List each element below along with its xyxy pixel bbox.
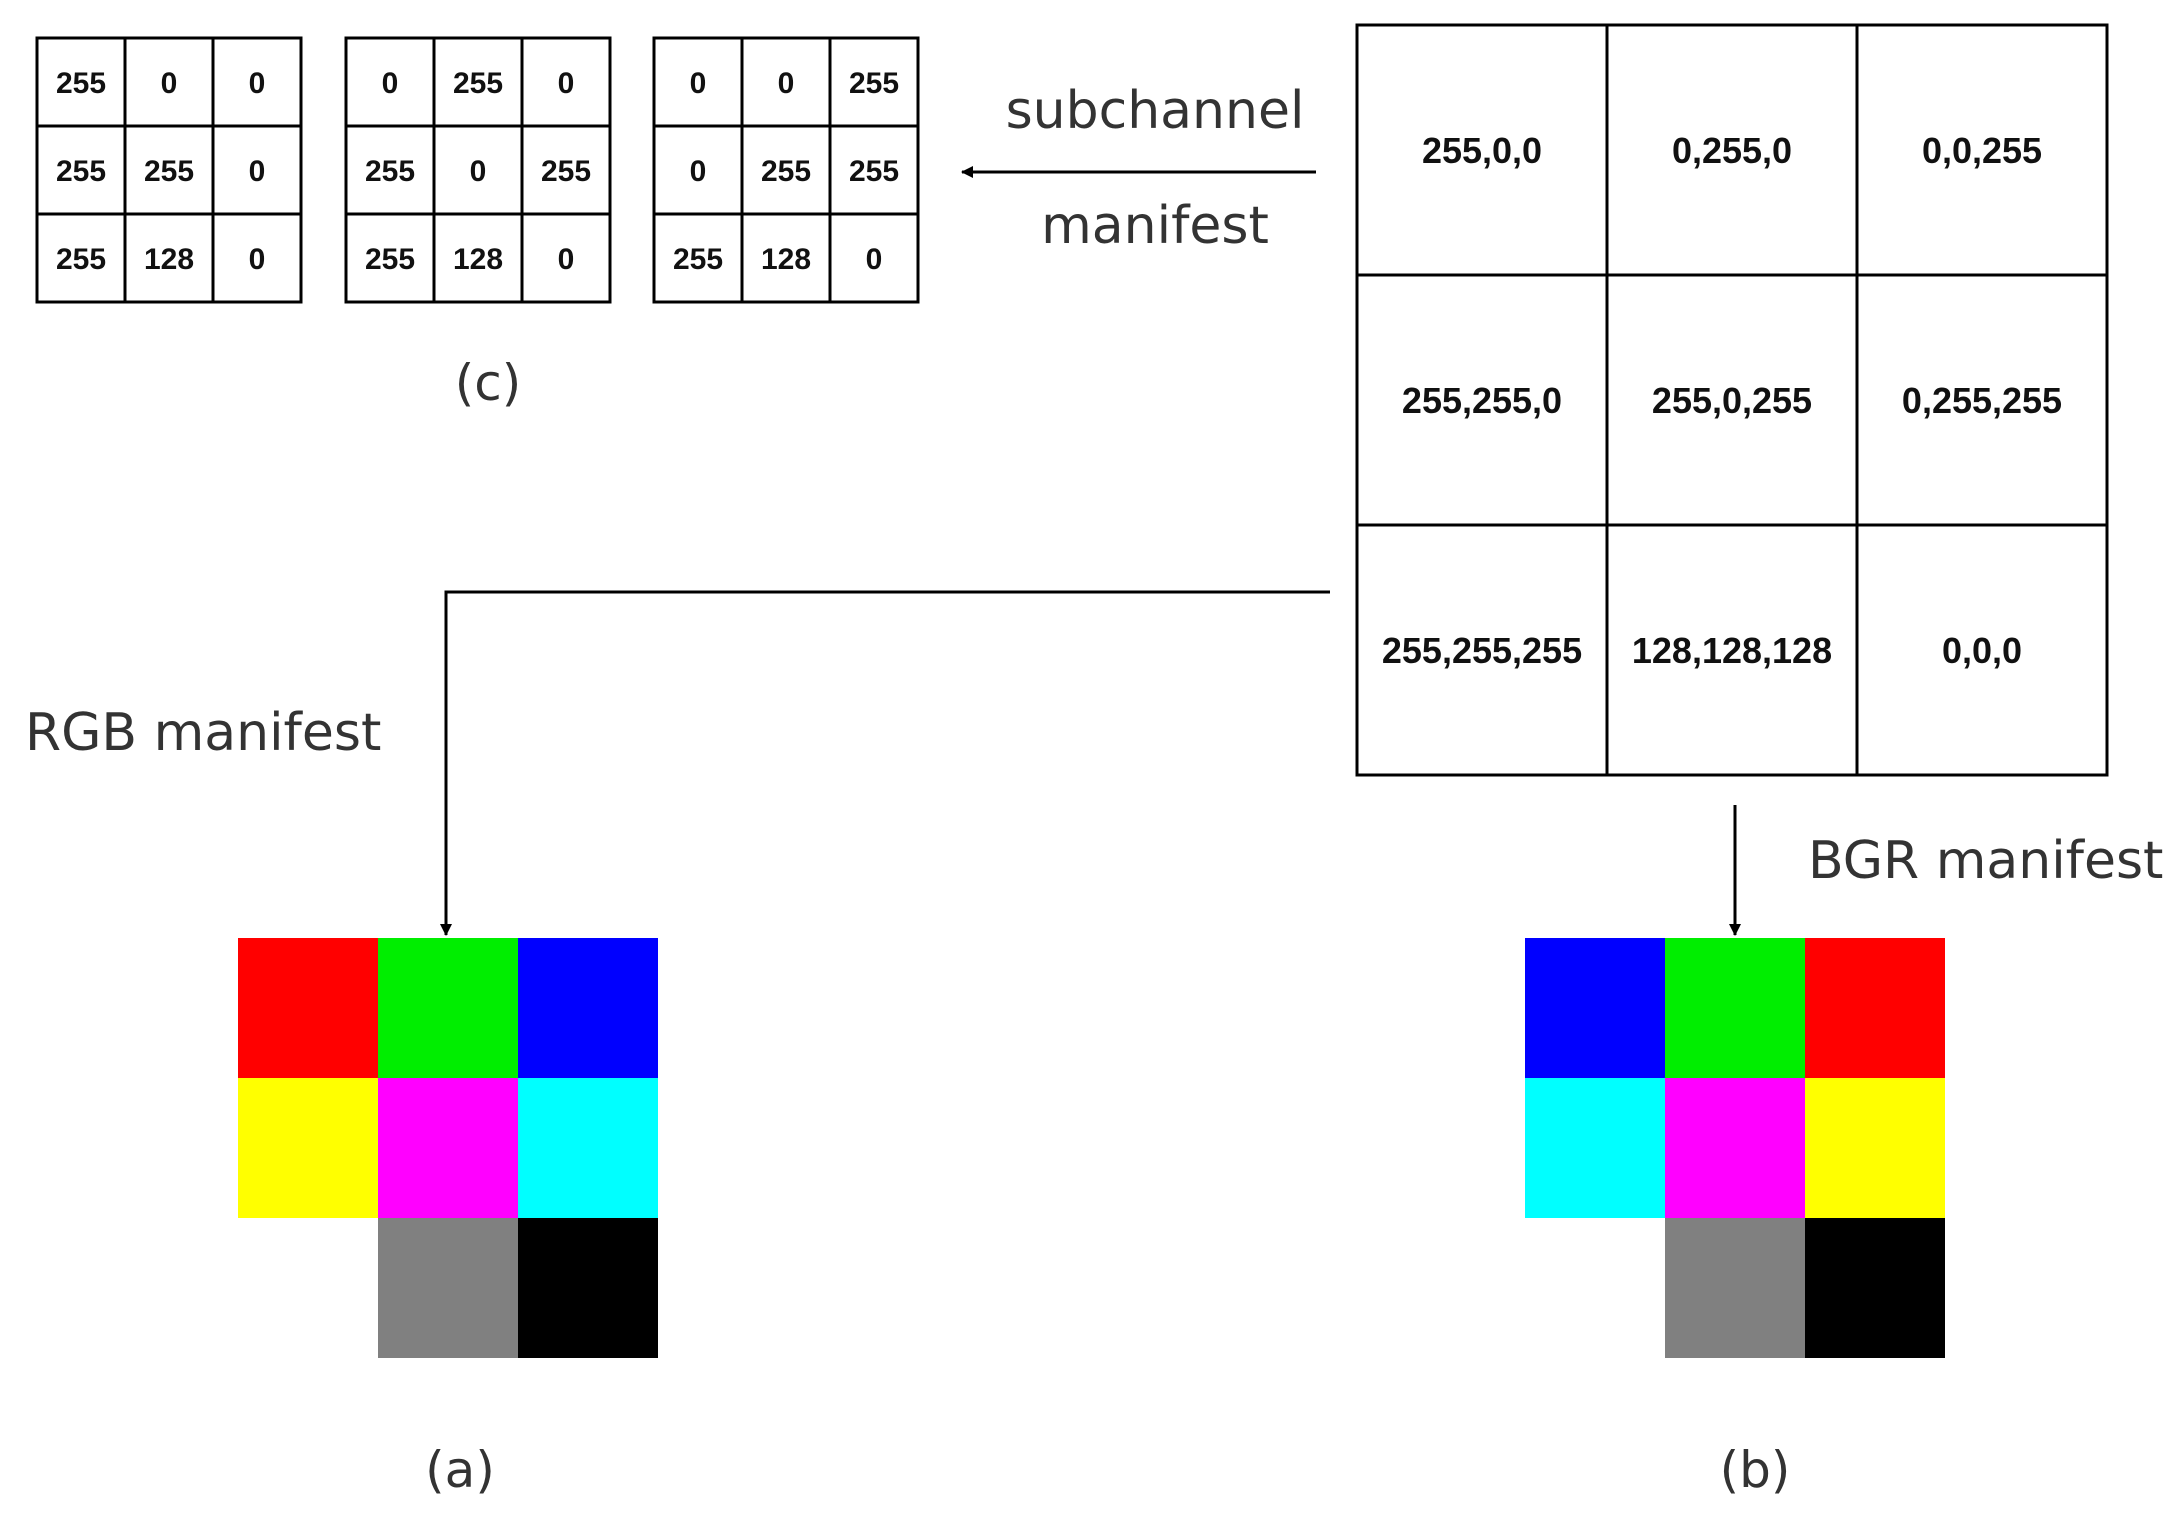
subchannel-2-value: 255 bbox=[849, 155, 899, 188]
subchannel-0-value: 0 bbox=[249, 67, 266, 100]
subchannel-1-value: 0 bbox=[470, 155, 487, 188]
rgb-pixel bbox=[378, 938, 518, 1078]
subchannel-2-value: 255 bbox=[761, 155, 811, 188]
subchannel-2-value: 0 bbox=[690, 67, 707, 100]
bgr-pixel bbox=[1525, 1078, 1665, 1218]
caption-c: (c) bbox=[455, 354, 522, 412]
subchannel-2-value: 255 bbox=[673, 243, 723, 276]
subchannel-0-value: 255 bbox=[56, 243, 106, 276]
rgb-manifest-label: RGB manifest bbox=[25, 703, 381, 763]
source-pixel-cell bbox=[1855, 523, 2109, 777]
source-pixel-value: 0,0,0 bbox=[1942, 630, 2022, 671]
source-pixel-value: 255,0,255 bbox=[1652, 380, 1812, 421]
source-pixel-value: 0,255,255 bbox=[1902, 380, 2062, 421]
bgr-pixel bbox=[1805, 1078, 1945, 1218]
bgr-color-block bbox=[1525, 938, 1945, 1358]
subchannel-2-value: 128 bbox=[761, 243, 811, 276]
bgr-pixel bbox=[1525, 1218, 1665, 1358]
subchannel-1-value: 128 bbox=[453, 243, 503, 276]
bgr-pixel bbox=[1525, 938, 1665, 1078]
bgr-pixel bbox=[1805, 938, 1945, 1078]
subchannel-0-value: 0 bbox=[249, 155, 266, 188]
source-pixel-value: 128,128,128 bbox=[1632, 630, 1832, 671]
red-subchannel-matrix: 255 0 0 255 255 0 255 128 0 bbox=[35, 36, 303, 304]
subchannel-2-value: 255 bbox=[849, 67, 899, 100]
subchannel-2-value: 0 bbox=[690, 155, 707, 188]
subchannel-2-value: 0 bbox=[866, 243, 883, 276]
subchannel-1-value: 255 bbox=[541, 155, 591, 188]
subchannel-0-value: 128 bbox=[144, 243, 194, 276]
bgr-pixel bbox=[1805, 1218, 1945, 1358]
subchannel-1-value: 255 bbox=[453, 67, 503, 100]
rgb-pixel bbox=[238, 1218, 378, 1358]
subchannel-0-value: 255 bbox=[144, 155, 194, 188]
rgb-pixel bbox=[378, 1078, 518, 1218]
subchannel-0-value: 0 bbox=[161, 67, 178, 100]
subchannel-1-cell bbox=[520, 212, 612, 304]
caption-a: (a) bbox=[425, 1441, 495, 1499]
subchannel-1-value: 255 bbox=[365, 155, 415, 188]
subchannel-2-cell bbox=[828, 212, 920, 304]
subchannel-1-value: 255 bbox=[365, 243, 415, 276]
subchannel-0-value: 255 bbox=[56, 155, 106, 188]
rgb-pixel bbox=[518, 1218, 658, 1358]
source-pixel-value: 255,0,0 bbox=[1422, 130, 1542, 171]
bgr-pixel bbox=[1665, 1218, 1805, 1358]
green-subchannel-matrix: 0 255 0 255 0 255 255 128 0 bbox=[344, 36, 612, 304]
subchannel-0-value: 255 bbox=[56, 67, 106, 100]
rgb-pixel bbox=[518, 1078, 658, 1218]
rgb-pixel bbox=[518, 938, 658, 1078]
rgb-arrow bbox=[440, 590, 1330, 936]
rgb-color-block bbox=[238, 938, 658, 1358]
subchannel-0-value: 0 bbox=[249, 243, 266, 276]
rgb-pixel bbox=[238, 938, 378, 1078]
manifest-label: manifest bbox=[1041, 196, 1269, 256]
subchannel-0-cell bbox=[211, 212, 303, 304]
subchannel-1-value: 0 bbox=[558, 67, 575, 100]
subchannel-1-value: 0 bbox=[382, 67, 399, 100]
rgb-pixel bbox=[378, 1218, 518, 1358]
bgr-pixel bbox=[1665, 938, 1805, 1078]
blue-subchannel-matrix: 0 0 255 0 255 255 255 128 0 bbox=[652, 36, 920, 304]
source-pixel-value: 0,255,0 bbox=[1672, 130, 1792, 171]
source-pixel-value: 255,255,255 bbox=[1382, 630, 1582, 671]
source-pixel-grid: 255,0,0 0,255,0 0,0,255 255,255,0 255,0,255 0… bbox=[1355, 23, 2109, 777]
subchannel-1-value: 0 bbox=[558, 243, 575, 276]
rgb-pixel bbox=[238, 1078, 378, 1218]
bgr-manifest-label: BGR manifest bbox=[1808, 831, 2163, 891]
subchannel-label: subchannel bbox=[1006, 81, 1305, 141]
bgr-pixel bbox=[1665, 1078, 1805, 1218]
caption-b: (b) bbox=[1720, 1441, 1791, 1499]
source-pixel-value: 255,255,0 bbox=[1402, 380, 1562, 421]
source-pixel-value: 0,0,255 bbox=[1922, 130, 2042, 171]
subchannel-2-value: 0 bbox=[778, 67, 795, 100]
